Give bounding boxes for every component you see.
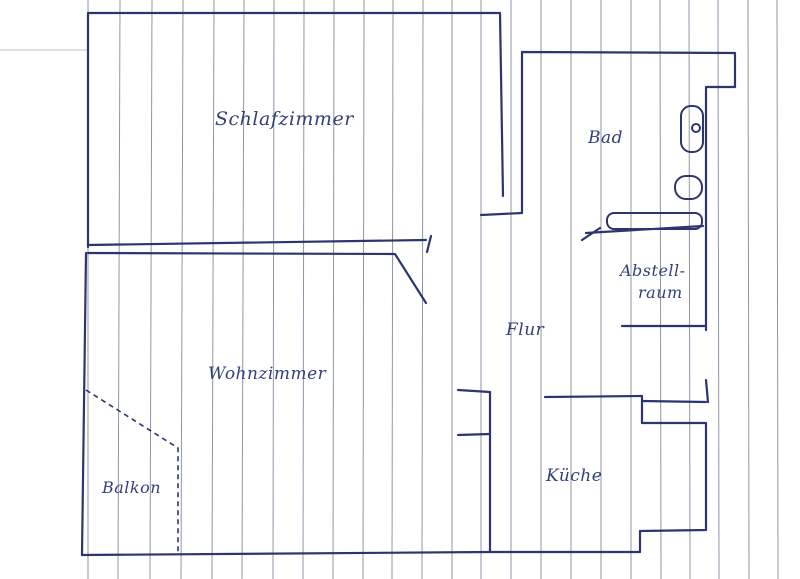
bathtub-fixture [606, 212, 703, 230]
bedroom-door-stub [425, 234, 433, 254]
corridor-west-stub [456, 388, 492, 554]
label-kueche: Küche [546, 466, 603, 486]
toilet-fixture [674, 175, 703, 200]
storage-room-north-wall [580, 226, 602, 242]
label-abstellraum-1: Abstell- [620, 261, 686, 280]
bedroom-walls [86, 11, 505, 249]
corridor-east-wall [704, 378, 710, 404]
living-room-walls [86, 251, 428, 305]
label-bad: Bad [588, 128, 624, 148]
label-schlafzimmer: Schlafzimmer [215, 108, 354, 130]
sink-drain [691, 123, 701, 133]
corridor-west-notch [456, 432, 492, 437]
kitchen-divider [640, 399, 708, 404]
paper-ruling [0, 0, 779, 579]
bedroom-south-wall [86, 238, 428, 247]
label-abstellraum-2: raum [638, 283, 683, 302]
sink-fixture [680, 105, 704, 153]
label-balkon: Balkon [102, 478, 162, 497]
label-wohnzimmer: Wohnzimmer [208, 364, 327, 384]
balcony-outline [85, 389, 179, 552]
living-room-south-wall [80, 550, 492, 557]
label-flur: Flur [506, 320, 545, 340]
bath-west-wall [479, 50, 737, 332]
living-room-west-wall [80, 251, 88, 557]
